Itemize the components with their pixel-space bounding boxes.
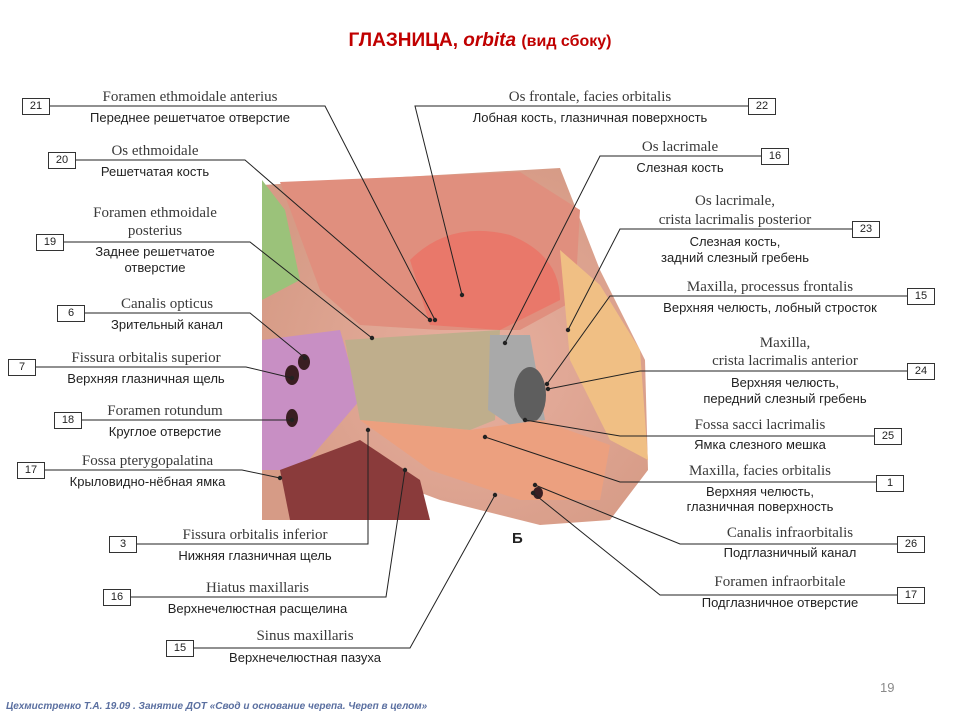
label-number-1: 1 (876, 475, 904, 492)
label-number-17: 17 (17, 462, 45, 479)
label-18-latin: Foramen rotundum (107, 403, 223, 419)
infraorbital-hole (533, 487, 543, 499)
label-24-latin-1: Maxilla, (759, 335, 811, 351)
label-1-russian-2: глазничная поверхность (686, 499, 834, 514)
label-6-russian: Зрительный канал (111, 317, 223, 332)
label-20-latin: Os ethmoidale (111, 143, 199, 159)
label-number-18: 18 (54, 412, 82, 429)
label-7-russian: Верхняя глазничная щель (67, 371, 225, 386)
label-3-latin: Fissura orbitalis inferior (182, 527, 328, 543)
label-1-latin: Maxilla, facies orbitalis (688, 463, 832, 479)
lacrimal-fossa (514, 367, 546, 423)
label-number-23: 23 (852, 221, 880, 238)
slide-title: ГЛАЗНИЦА, orbita (вид сбоку) (0, 30, 960, 52)
label-number-24: 24 (907, 363, 935, 380)
title-latin: orbita (463, 30, 517, 51)
label-16-russian: Слезная кость (636, 160, 724, 175)
label-16-latin: Os lacrimale (641, 139, 719, 155)
label-number-19: 19 (36, 234, 64, 251)
label-19-russian-2: отверстие (124, 260, 186, 275)
label-20-russian: Решетчатая кость (100, 164, 210, 179)
label-22-russian: Лобная кость, глазничная поверхность (472, 110, 708, 125)
label-23-latin-1: Os lacrimale, (695, 193, 775, 209)
label-15-russian: Верхняя челюсть, лобный стросток (663, 300, 877, 315)
label-number-20: 20 (48, 152, 76, 169)
label-22-latin: Os frontale, facies orbitalis (508, 89, 672, 105)
page-number: 19 (880, 680, 895, 695)
leader-dots (277, 292, 571, 498)
leader-lines (36, 105, 909, 649)
label-25-russian: Ямка слезного мешка (694, 437, 826, 452)
label-number-16-hiatus: 16 (103, 589, 131, 606)
label-6-latin: Canalis opticus (120, 296, 214, 312)
label-19-russian-1: Заднее решетчатое (95, 244, 215, 259)
label-16b-russian: Верхнечелюстная расщелина (167, 601, 348, 616)
label-number-22: 22 (748, 98, 776, 115)
label-1-russian-1: Верхняя челюсть, (705, 484, 815, 499)
footer-citation: Цехмистренко Т.А. 19.09 . Занятие ДОТ «С… (6, 701, 428, 712)
label-17-russian: Крыловидно-нёбная ямка (69, 474, 226, 489)
label-15-latin: Maxilla, processus frontalis (686, 279, 854, 295)
label-number-3: 3 (109, 536, 137, 553)
label-23-latin-2: crista lacrimalis posterior (658, 212, 812, 228)
label-19-latin-1: Foramen ethmoidale (93, 205, 217, 221)
label-3-russian: Нижняя глазничная щель (178, 548, 332, 563)
label-number-25: 25 (874, 428, 902, 445)
orbital-roof-highlight (410, 230, 560, 330)
maxilla-orbital-region (360, 420, 610, 500)
label-16b-latin: Hiatus maxillaris (206, 580, 309, 596)
label-24-latin-2: crista lacrimalis anterior (712, 353, 858, 369)
label-number-15-sinus: 15 (166, 640, 194, 657)
label-18-russian: Круглое отверстие (108, 424, 222, 439)
label-number-17-infraorbital: 17 (897, 587, 925, 604)
ethmoid-green-region (262, 180, 300, 300)
label-15b-latin: Sinus maxillaris (256, 628, 354, 644)
label-number-16: 16 (761, 148, 789, 165)
superior-fissure-hole (285, 365, 299, 385)
label-number-21: 21 (22, 98, 50, 115)
label-7-latin: Fissura orbitalis superior (71, 350, 221, 366)
label-21-latin: Foramen ethmoidale anterius (102, 89, 278, 105)
sphenoid-region (262, 330, 360, 470)
title-main: ГЛАЗНИЦА, (348, 30, 458, 51)
label-number-26: 26 (897, 536, 925, 553)
ethmoid-plate-region (345, 330, 500, 430)
label-27-russian: Подглазничное отверстие (701, 595, 859, 610)
label-26-latin: Canalis infraorbitalis (726, 525, 854, 541)
label-24-russian-1: Верхняя челюсть, (730, 375, 840, 390)
label-26-russian: Подглазничный канал (723, 545, 857, 560)
label-19-latin-2: posterius (127, 223, 183, 239)
label-15b-russian: Верхнечелюстная пазуха (229, 650, 381, 665)
label-27-latin: Foramen infraorbitale (714, 574, 846, 590)
title-subtitle: (вид сбоку) (521, 33, 612, 50)
label-number-7: 7 (8, 359, 36, 376)
label-23-russian-2: задний слезный гребень (660, 250, 809, 265)
maxillary-sinus-region (280, 440, 430, 520)
figure-letter: Б (512, 530, 523, 547)
label-21-russian: Переднее решетчатое отверстие (90, 110, 290, 125)
label-23-russian-1: Слезная кость, (689, 234, 781, 249)
label-24-russian-2: передний слезный гребень (703, 391, 867, 406)
label-number-15: 15 (907, 288, 935, 305)
label-number-6: 6 (57, 305, 85, 322)
label-17-latin: Fossa pterygopalatina (81, 453, 214, 469)
label-25-latin: Fossa sacci lacrimalis (694, 417, 826, 433)
